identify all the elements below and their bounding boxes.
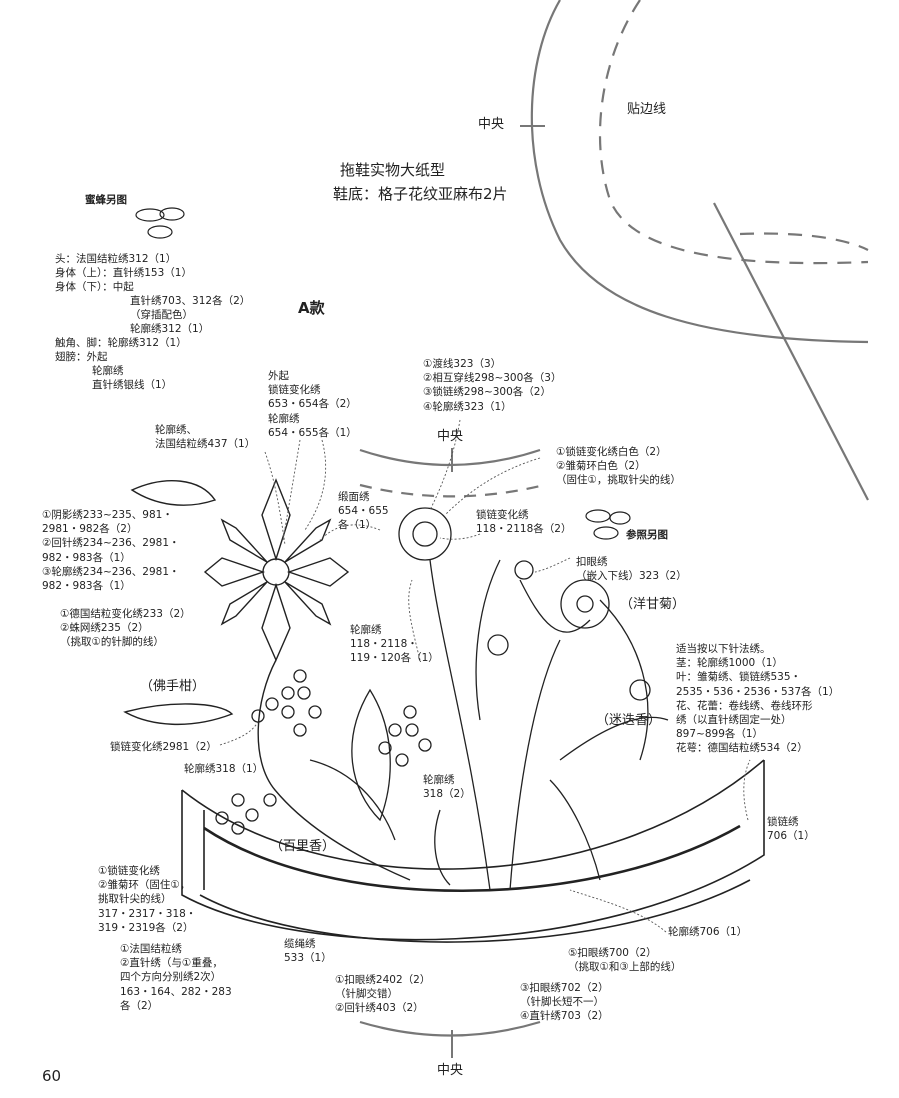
label-chamomile: （洋甘菊）: [620, 597, 686, 612]
annotation-cord: 缆绳绣 533（1）: [284, 938, 332, 965]
center-label-middle: 中央: [437, 429, 464, 444]
label-rosemary: （迷迭香）: [596, 713, 662, 728]
annotation-outline-french: 轮廓绣、 法国结粒绣437（1）: [155, 424, 256, 451]
annotation-chain-706: 锁链绣 706（1）: [767, 816, 815, 843]
page-number: 60: [42, 1067, 62, 1085]
label-bergamot: （佛手柑）: [140, 679, 206, 694]
annotation-buttonhole-702: ③扣眼绣702（2） （针脚长短不一） ④直针绣703（2）: [520, 982, 609, 1023]
bee-line-4: 直针绣703、312各（2）: [130, 295, 251, 307]
annotation-buttonhole-2402: ①扣眼绣2402（2） （针脚交错） ②回针绣403（2）: [335, 974, 431, 1015]
bee-line-9: 轮廓绣: [92, 365, 124, 377]
bee-line-2: 身体（上）：直针绣153（1）: [55, 267, 192, 279]
see-other-label: 参照另图: [626, 529, 668, 541]
annotation-chain-var: 锁链变化绣 118・2118各（2）: [476, 509, 572, 536]
annotation-outline-706: 轮廓绣706（1）: [668, 926, 748, 938]
annotation-chain-2981: 锁链变化绣2981（2）: [110, 741, 217, 753]
annotation-french-straight: ①法国结粒绣 ②直针绣（与①重叠， 四个方向分别绣2次） 163・164、282…: [120, 943, 232, 1012]
bee-line-8: 翅膀：外起: [55, 351, 108, 363]
center-label-bottom: 中央: [437, 1063, 464, 1078]
label-thyme: （百里香）: [270, 839, 336, 854]
pattern-title: 拖鞋实物大纸型: [340, 161, 446, 179]
annotation-thyme-chain: ①锁链变化绣 ②雏菊环（固住①， 挑取针尖的线） 317・2317・318・ 3…: [98, 865, 197, 934]
annotation-buttonhole: 扣眼绣 （嵌入下线）323（2）: [576, 556, 687, 583]
pattern-sole: 鞋底：格子花纹亚麻布2片: [333, 185, 508, 203]
annotation-center-knots: ①德国结粒变化绣233（2） ②蛛网绣235（2） （挑取①的针脚的线）: [60, 608, 191, 649]
style-label: A款: [298, 299, 325, 317]
bee-line-10: 直针绣银线（1）: [92, 379, 173, 391]
bee-line-6: 轮廓绣312（1）: [130, 323, 210, 335]
annotation-outer-start: 外起 锁链变化绣 653・654各（2） 轮廓绣 654・655各（1）: [268, 370, 357, 439]
annotation-stem-outline: 轮廓绣 118・2118・ 119・120各（1）: [350, 624, 439, 665]
bee-line-1: 头：法国结粒绣312（1）: [55, 253, 177, 265]
annotation-chain-white: ①锁链变化绣白色（2） ②雏菊环白色（2） （固住①，挑取针尖的线）: [556, 446, 681, 487]
annotation-satin: 缎面绣 654・655 各（1）: [338, 491, 389, 532]
annotation-outline-318-1: 轮廓绣318（1）: [184, 763, 264, 775]
edge-line-label: 贴边线: [627, 102, 667, 117]
bee-line-7: 触角、脚：轮廓绣312（1）: [55, 337, 187, 349]
annotation-chamomile-center: ①渡线323（3） ②相互穿线298~300各（3） ③锁链绣298~300各（…: [423, 358, 562, 413]
bee-reference-title: 蜜蜂另图: [85, 194, 127, 206]
annotation-general: 适当按以下针法绣。 茎：轮廓绣1000（1） 叶：雏菊绣、锁链绣535・ 253…: [676, 643, 840, 755]
annotation-leaf-left: ①阴影绣233~235、981・ 2981・982各（2） ②回针绣234~23…: [42, 509, 180, 592]
annotation-outline-318-2: 轮廓绣 318（2）: [423, 774, 471, 801]
bee-line-3: 身体（下）：中起: [55, 281, 134, 293]
center-label-top: 中央: [478, 117, 505, 132]
annotation-buttonhole-700: ⑤扣眼绣700（2） （挑取①和③上部的线）: [568, 947, 682, 974]
bee-line-5: （穿插配色）: [130, 309, 193, 321]
